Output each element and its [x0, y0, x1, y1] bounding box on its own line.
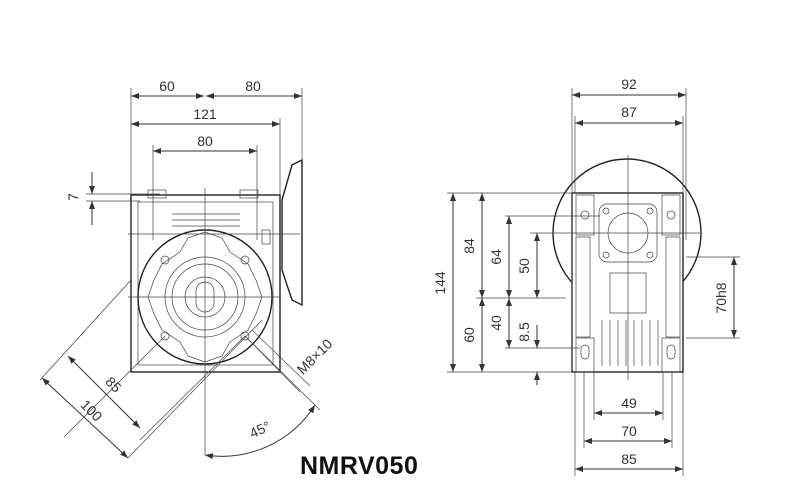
dim-8-5: 8.5: [516, 322, 532, 342]
dim-thread-m8x10: M8×10: [294, 335, 336, 377]
dim-144: 144: [432, 271, 448, 295]
dim-70h8: 70h8: [713, 282, 729, 313]
dim-84: 84: [461, 238, 477, 254]
dim-85: 85: [102, 373, 124, 395]
dim-49: 49: [621, 395, 637, 411]
dim-angle-45: 45°: [247, 418, 273, 441]
dim-80-top: 80: [245, 78, 261, 94]
dim-92: 92: [621, 76, 637, 92]
dim-100: 100: [78, 397, 106, 425]
dim-60: 60: [159, 78, 175, 94]
dim-7: 7: [65, 193, 81, 201]
dim-80: 80: [197, 133, 213, 149]
side-housing: [571, 192, 684, 373]
dim-70: 70: [621, 423, 637, 439]
input-flange: [281, 158, 303, 307]
side-view: 92 87 144 84 60 64 40 50 8.5: [432, 76, 740, 476]
dim-85-side: 85: [621, 451, 637, 467]
dim-64: 64: [488, 249, 504, 265]
dim-60-side: 60: [461, 327, 477, 343]
dim-87: 87: [621, 104, 637, 120]
model-title: NMRV050: [300, 452, 419, 480]
dim-40: 40: [488, 315, 504, 331]
dim-50: 50: [516, 258, 532, 274]
dim-121: 121: [193, 106, 217, 122]
front-view: 60 80 121 80 7 85 100 M8×10 45°: [39, 78, 336, 460]
